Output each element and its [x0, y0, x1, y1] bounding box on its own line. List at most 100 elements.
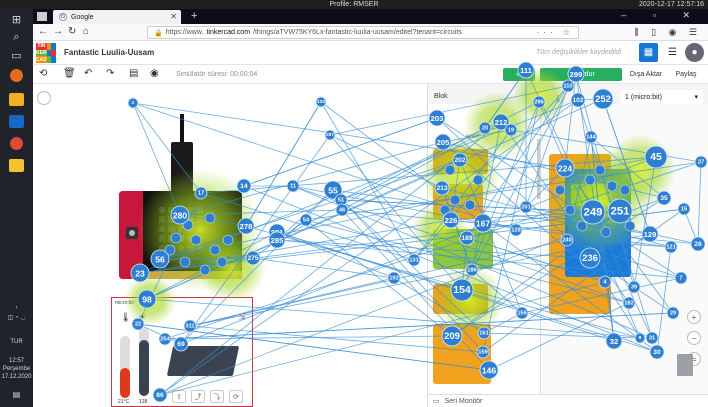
block-item[interactable]	[433, 184, 483, 219]
trash-icon[interactable]	[677, 354, 693, 376]
tray-icons[interactable]: ◫ ◔ ◡	[7, 315, 26, 321]
browser-tabbar: G Google ✕ + – ▫ ✕	[33, 9, 708, 24]
block-item[interactable]	[433, 229, 493, 269]
clock-readout: 2020-12-17 12:57:16	[639, 1, 704, 8]
browser-toolbar-icons[interactable]: ⫼ ▯ ◉ ☰	[634, 27, 702, 37]
block-item[interactable]	[433, 284, 488, 314]
saved-status: Tüm değişiklikler kaydedildi	[536, 49, 622, 56]
gesture-board[interactable]	[166, 346, 240, 376]
task-view-icon[interactable]: ▭	[11, 50, 22, 62]
circuit-canvas[interactable]: micro:bit 🌡 ☀ 21°C 128 ⇲ ⇧ ⤴ ⤵ ⟳	[33, 84, 427, 407]
eye-icon[interactable]: ◉	[150, 68, 159, 79]
shake-icon[interactable]: ⇲	[238, 312, 246, 322]
windows-taskbar: ⊞ ⌕ ▭ › ◫ ◔ ◡ TUR 12:57 Perşembe 17.12.2…	[0, 9, 33, 407]
temperature-slider[interactable]	[120, 336, 130, 398]
usb-cable	[169, 114, 195, 192]
notes-icon[interactable]: ▤	[129, 68, 139, 79]
firefox-icon[interactable]	[10, 69, 23, 82]
block-item[interactable]	[433, 149, 488, 174]
undo-icon[interactable]: ↶	[84, 68, 93, 79]
gesture-tilt-icon[interactable]: ⤴	[191, 390, 205, 403]
stop-simulation-button[interactable]: ■ Durdur	[540, 68, 622, 81]
reload-icon[interactable]: ↻	[68, 26, 77, 37]
url-prefix: https://www.	[165, 29, 204, 36]
sticky-notes-icon[interactable]	[9, 159, 24, 172]
browser-tab[interactable]: G Google ✕	[53, 10, 181, 24]
sensor-device-label: micro:bit	[115, 300, 134, 306]
gesture-buttons: ⇧ ⤴ ⤵ ⟳	[172, 390, 243, 403]
profile-label: Profile: RMSER	[329, 1, 379, 8]
forward-icon[interactable]: →	[53, 26, 63, 37]
taskbar-day: Perşembe	[2, 366, 31, 372]
tinkercad-header: TIN KER CAD Fantastic Luulia-Uusam Tüm d…	[33, 41, 708, 65]
url-actions-icon[interactable]: ··· ☆	[536, 28, 574, 37]
project-title[interactable]: Fantastic Luulia-Uusam	[64, 48, 155, 57]
window-controls[interactable]: – ▫ ✕	[621, 10, 702, 20]
zoom-out-icon[interactable]: −	[687, 331, 701, 345]
google-favicon-icon: G	[59, 13, 67, 21]
circuit-view-icon[interactable]: ▦	[639, 43, 658, 62]
home-icon[interactable]: ⌂	[83, 26, 90, 37]
tinkercad-logo[interactable]: TIN KER CAD	[36, 43, 56, 63]
device-select-value: 1 (micro:bit)	[625, 93, 662, 101]
simulator-time: Simülatör süresi: 00:00:04	[176, 71, 258, 78]
category-label[interactable]: enler	[466, 134, 480, 140]
logo-tin: TIN	[36, 43, 47, 50]
temperature-value: 21°C	[118, 399, 130, 405]
lock-icon: 🔒	[154, 29, 163, 37]
editor-toolbar: ⟲ 🗑 ↶ ↷ ▤ ◉ Simülatör süresi: 00:00:04 ‹…	[33, 65, 708, 84]
delete-icon[interactable]: 🗑	[63, 68, 76, 79]
windows-start-icon[interactable]: ⊞	[11, 14, 22, 26]
gesture-shake-icon[interactable]: ⤵	[210, 390, 224, 403]
tray-chevron-icon[interactable]: ›	[15, 305, 18, 311]
zoom-in-icon[interactable]: +	[687, 310, 701, 324]
block-item[interactable]	[433, 324, 491, 384]
url-path: /things/aTVW75KY6Lx-fantastic-luulia-uus…	[253, 29, 462, 36]
blocks-dropdown[interactable]: Blok	[434, 93, 448, 100]
export-button[interactable]: Dışa Aktar	[629, 71, 663, 78]
edge-connector	[143, 271, 242, 279]
browser-menu-icon[interactable]	[37, 12, 47, 21]
notifications-icon[interactable]: ▤	[12, 390, 21, 399]
serial-monitor-bar[interactable]: ▭ Seri Monitör	[428, 394, 708, 407]
taskbar-time[interactable]: 12:57	[8, 358, 24, 364]
light-icon: ☀	[138, 312, 147, 322]
input-language[interactable]: TUR	[10, 339, 23, 345]
palette-scrollbar[interactable]	[537, 139, 540, 199]
microbit-board[interactable]	[119, 191, 242, 279]
gesture-face-icon[interactable]: ⟳	[229, 390, 243, 403]
new-tab-icon[interactable]: +	[191, 10, 198, 22]
mail-icon[interactable]	[9, 115, 24, 128]
code-panel: Blok ⤓ 1 (micro:bit) ▾ enler + − = ▭ Ser…	[427, 84, 708, 407]
download-icon[interactable]: ⤓	[556, 93, 560, 103]
code-button[interactable]: ‹/›	[503, 68, 535, 81]
light-value: 128	[139, 399, 148, 405]
code-block-inner[interactable]	[571, 184, 611, 206]
serial-monitor-label: Seri Monitör	[444, 397, 483, 405]
gesture-up-icon[interactable]: ⇧	[172, 390, 186, 403]
url-bar[interactable]: 🔒 https://www.tinkercad.com/things/aTVW7…	[147, 26, 579, 39]
microbit-button-a[interactable]	[126, 227, 138, 239]
redo-icon[interactable]: ↷	[106, 68, 115, 79]
sensor-panel: micro:bit 🌡 ☀ 21°C 128 ⇲ ⇧ ⤴ ⤵ ⟳	[111, 297, 253, 407]
led-matrix	[159, 207, 203, 251]
chevron-down-icon: ▾	[694, 94, 698, 101]
logo-cad: CAD	[36, 56, 47, 63]
component-list-icon[interactable]: ☰	[668, 47, 677, 58]
back-icon[interactable]: ←	[38, 26, 48, 37]
file-explorer-icon[interactable]	[9, 93, 24, 106]
url-domain: tinkercad.com	[206, 29, 251, 36]
block-palette: enler	[428, 104, 541, 396]
light-slider[interactable]	[139, 328, 149, 396]
chrome-icon[interactable]	[10, 137, 23, 150]
rotate-icon[interactable]: ⟲	[39, 68, 48, 79]
tab-title: Google	[71, 13, 94, 21]
search-icon[interactable]: ⌕	[13, 31, 20, 43]
close-tab-icon[interactable]: ✕	[170, 12, 177, 21]
device-select[interactable]: 1 (micro:bit) ▾	[621, 90, 703, 104]
share-button[interactable]: Paylaş	[675, 71, 697, 78]
fit-view-icon[interactable]	[37, 91, 51, 105]
thermometer-icon: 🌡	[120, 312, 132, 322]
avatar[interactable]: ●	[685, 43, 704, 62]
